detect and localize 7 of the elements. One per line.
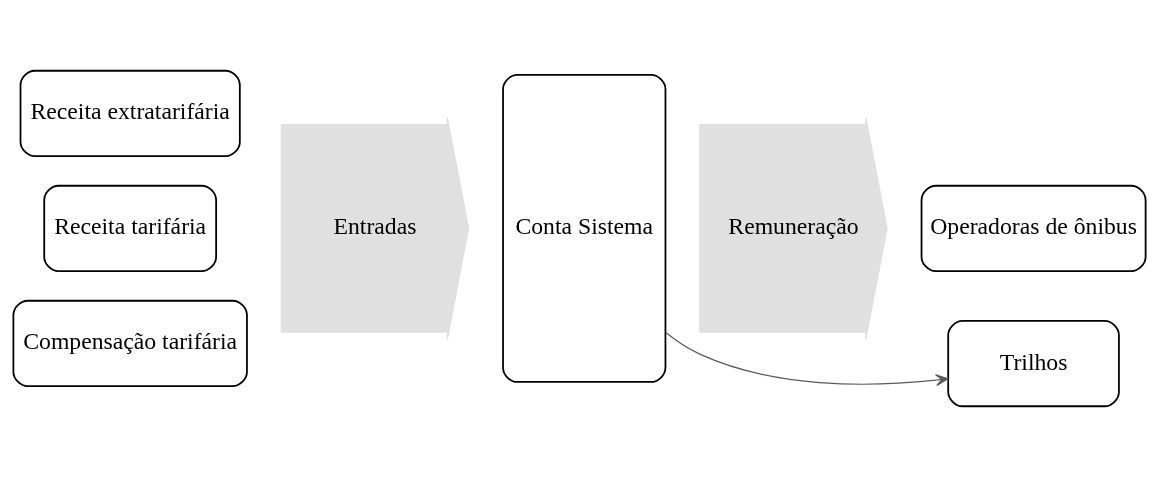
node-box: Receita extratarifária [19,69,241,157]
node-box: Receita tarifária [43,184,217,272]
node-box: Conta Sistema [502,74,667,383]
arrow [664,331,949,386]
node-box: Operadoras de ônibus [920,184,1147,272]
node-box: Trilhos [947,320,1120,408]
node-box: Compensação tarifária [12,299,248,387]
